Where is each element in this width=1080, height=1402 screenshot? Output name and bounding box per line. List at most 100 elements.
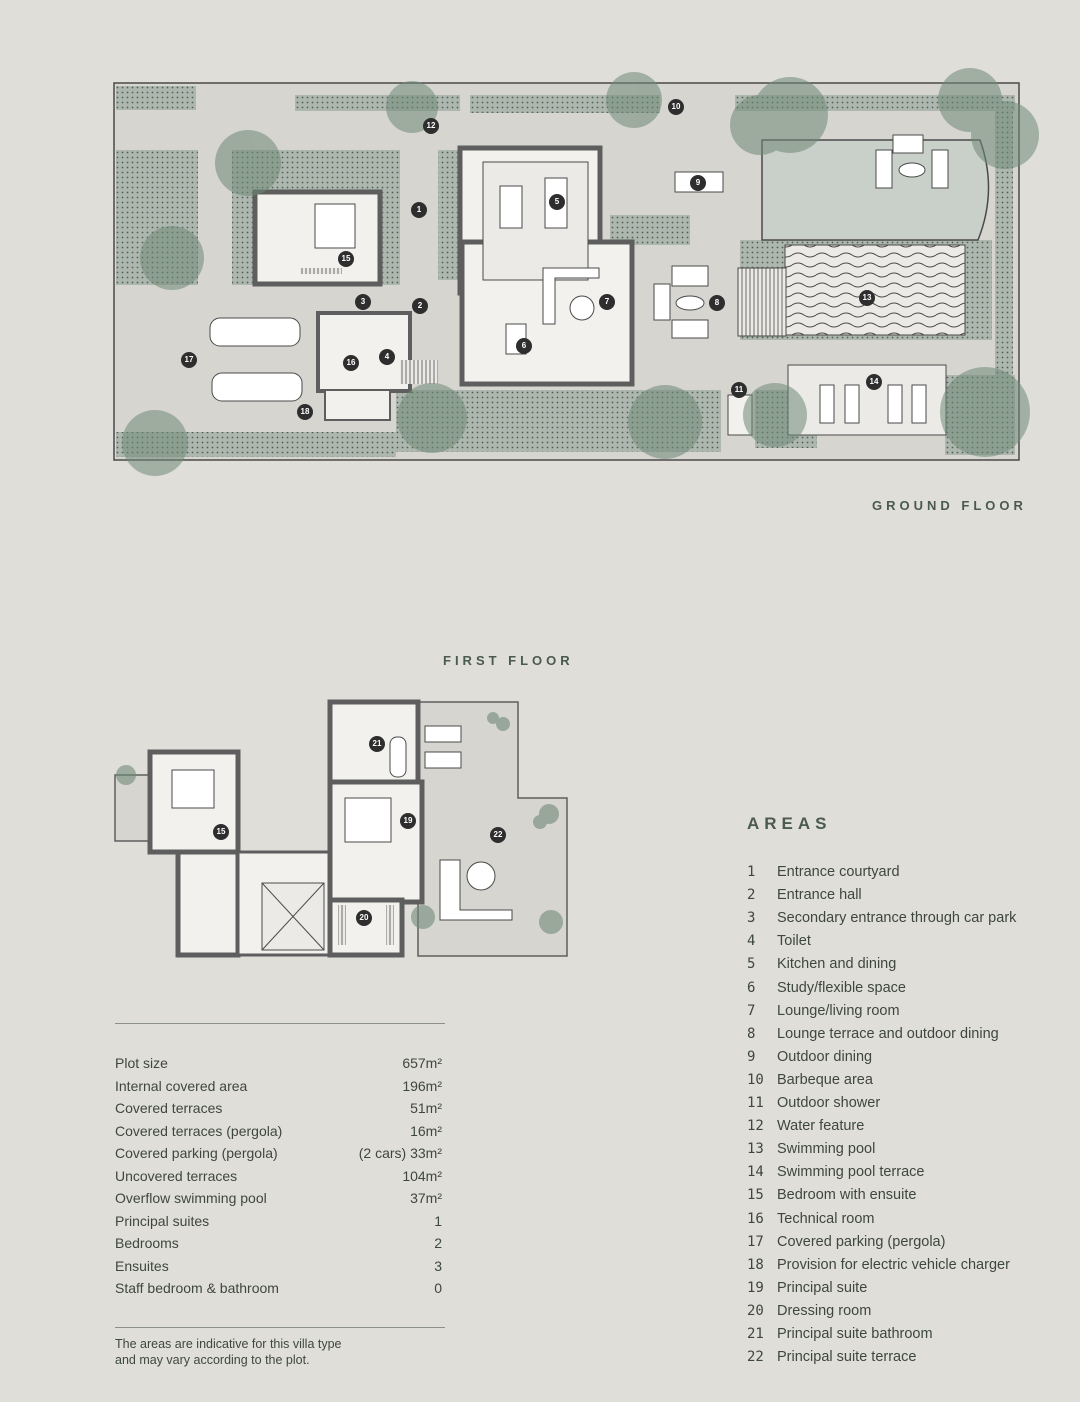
plan-marker-1: 1 (411, 202, 427, 218)
spec-label: Internal covered area (115, 1077, 248, 1094)
area-name: Water feature (777, 1118, 865, 1135)
first-floor-label: FIRST FLOOR (443, 653, 574, 668)
spec-row: Internal covered area 196m² (115, 1078, 442, 1094)
spec-value: 196m² (402, 1077, 442, 1094)
area-number: 8 (747, 1025, 756, 1042)
area-name: Kitchen and dining (777, 956, 897, 973)
area-number: 6 (747, 979, 756, 996)
spec-label: Covered terraces (pergola) (115, 1122, 283, 1139)
area-item: 22 Principal suite terrace (747, 1349, 916, 1365)
spec-value: 51m² (410, 1100, 442, 1116)
area-number: 14 (747, 1164, 764, 1181)
spec-row: Uncovered terraces 104m² (115, 1168, 442, 1184)
area-number: 15 (747, 1187, 764, 1204)
plan-marker-13: 13 (859, 290, 875, 306)
area-name: Bedroom with ensuite (777, 1187, 917, 1204)
spec-value: 16m² (410, 1122, 442, 1139)
area-number: 13 (747, 1141, 764, 1158)
spec-row: Covered parking (pergola)(2 cars) 33m² (115, 1145, 442, 1161)
area-item: 10 Barbeque area (747, 1072, 873, 1088)
spec-label: Overflow swimming pool (115, 1190, 267, 1206)
spec-value: 0 (434, 1280, 442, 1296)
area-number: 4 (747, 933, 756, 950)
area-name: Lounge/living room (777, 1002, 900, 1019)
plan-marker-17: 17 (181, 352, 197, 368)
area-item: 14 Swimming pool terrace (747, 1164, 924, 1180)
plan-marker-16: 16 (343, 355, 359, 371)
area-number: 10 (747, 1071, 764, 1088)
spec-label: Principal suites (115, 1212, 210, 1229)
area-item: 9 Outdoor dining (747, 1049, 872, 1065)
area-number: 5 (747, 956, 756, 973)
area-number: 12 (747, 1118, 764, 1135)
spec-value: 3 (434, 1257, 442, 1274)
spec-row: Staff bedroom & bathroom 0 (115, 1280, 442, 1296)
plan-marker-4: 4 (379, 349, 395, 365)
plan-marker-8: 8 (709, 295, 725, 311)
area-number: 21 (747, 1326, 764, 1342)
area-number: 17 (747, 1233, 764, 1250)
area-item: 7 Lounge/living room (747, 1003, 900, 1019)
area-number: 11 (747, 1095, 764, 1111)
area-name: Principal suite terrace (777, 1349, 917, 1366)
spec-row: Overflow swimming pool 37m² (115, 1190, 442, 1206)
area-item: 2 Entrance hall (747, 887, 862, 903)
area-number: 22 (747, 1349, 764, 1366)
area-name: Dressing room (777, 1302, 872, 1319)
area-item: 11 Outdoor shower (747, 1095, 880, 1111)
plan-marker-6: 6 (516, 338, 532, 354)
specs-top-rule (115, 1023, 445, 1024)
spec-value: (2 cars) 33m² (358, 1145, 442, 1161)
spec-value: 104m² (402, 1167, 442, 1184)
spec-label: Staff bedroom & bathroom (115, 1280, 279, 1296)
areas-title: AREAS (747, 814, 832, 833)
area-number: 7 (747, 1002, 756, 1019)
spec-label: Covered terraces (115, 1100, 223, 1116)
area-name: Entrance hall (777, 887, 862, 904)
area-name: Secondary entrance through car park (777, 910, 1017, 927)
area-name: Swimming pool terrace (777, 1164, 925, 1181)
specs-bottom-rule (115, 1327, 445, 1328)
spec-row: Covered terraces 51m² (115, 1100, 442, 1116)
spec-value: 2 (434, 1235, 442, 1251)
plan-marker-9: 9 (690, 175, 706, 191)
disclaimer-line-1: The areas are indicative for this villa … (115, 1337, 342, 1351)
area-name: Technical room (777, 1210, 875, 1227)
area-name: Lounge terrace and outdoor dining (777, 1025, 999, 1042)
area-name: Provision for electric vehicle charger (777, 1256, 1010, 1273)
area-number: 9 (747, 1048, 756, 1065)
area-item: 17 Covered parking (pergola) (747, 1234, 945, 1250)
spec-value: 37m² (410, 1190, 442, 1206)
plan-marker-12: 12 (423, 118, 439, 134)
ground-floor-plan (113, 68, 1039, 476)
spec-value: 1 (434, 1212, 442, 1229)
area-item: 15 Bedroom with ensuite (747, 1187, 916, 1203)
spec-label: Uncovered terraces (115, 1167, 238, 1184)
area-item: 6 Study/flexible space (747, 980, 906, 996)
area-name: Covered parking (pergola) (777, 1233, 946, 1250)
area-number: 2 (747, 887, 756, 904)
area-item: 5 Kitchen and dining (747, 956, 896, 972)
area-name: Study/flexible space (777, 979, 906, 996)
area-number: 1 (747, 864, 756, 880)
area-name: Entrance courtyard (777, 864, 900, 880)
area-name: Outdoor dining (777, 1048, 873, 1065)
plan-marker-14: 14 (866, 374, 882, 390)
area-name: Barbeque area (777, 1071, 873, 1088)
plan-marker-5: 5 (549, 194, 565, 210)
first-floor-plan (114, 699, 568, 958)
spec-value: 657m² (402, 1055, 442, 1071)
plan-marker-7: 7 (599, 294, 615, 310)
area-name: Outdoor shower (777, 1095, 881, 1111)
area-number: 19 (747, 1279, 764, 1296)
